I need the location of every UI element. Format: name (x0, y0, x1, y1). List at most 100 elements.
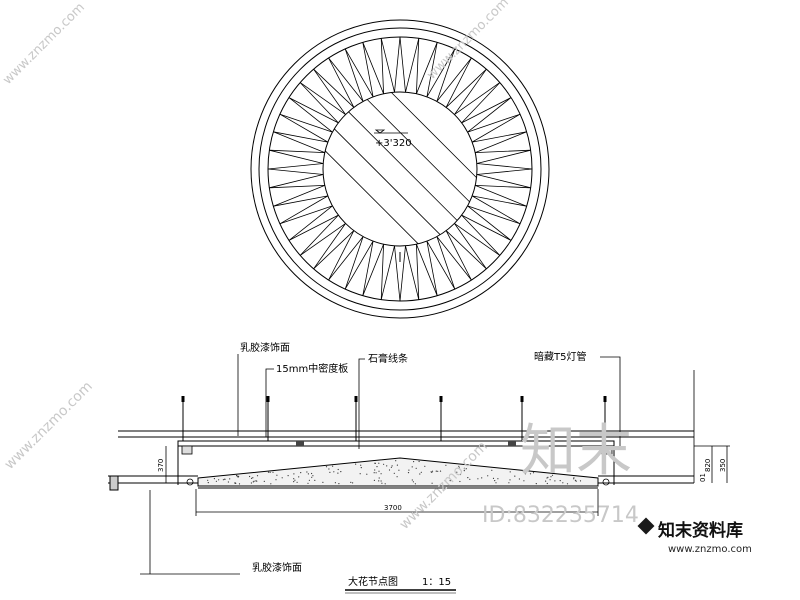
texture-dot (559, 480, 561, 482)
watermark-brand: 知末 (520, 419, 632, 484)
site-logo: 知末资料库 www.znzmo.com (637, 517, 752, 555)
texture-dot (215, 480, 217, 482)
texture-dot (238, 483, 241, 485)
texture-dot (224, 478, 226, 480)
ray-segment (267, 149, 324, 170)
texture-dot (508, 482, 510, 484)
ray-segment (362, 38, 384, 94)
texture-dot (545, 480, 547, 482)
texture-dot (463, 467, 465, 469)
ray-segment (475, 185, 531, 207)
texture-dot (435, 470, 437, 472)
watermarks: www.znzmo.com www.znzmo.com www.znzmo.co… (0, 0, 639, 533)
texture-dot (456, 471, 458, 473)
ray-segment (279, 97, 333, 133)
texture-dot (431, 471, 433, 473)
texture-dot (338, 483, 340, 485)
watermark-site-3: www.znzmo.com (2, 378, 96, 472)
texture-dot (463, 470, 465, 472)
plan-ring-2 (258, 27, 542, 311)
texture-dot (378, 462, 380, 464)
hanger-rods (181, 396, 607, 441)
texture-dot (293, 478, 295, 480)
texture-dot (381, 482, 383, 484)
texture-dot (411, 466, 413, 468)
texture-dot (554, 480, 556, 482)
texture-dot (467, 477, 469, 479)
ceiling-plan: +3'320 (250, 19, 550, 319)
molding-right (601, 445, 613, 455)
texture-dot (535, 483, 537, 485)
texture-dot (380, 480, 382, 482)
texture-dot (333, 471, 335, 473)
texture-dot (509, 479, 511, 481)
dimension-lines (165, 370, 730, 516)
texture-dot (374, 469, 376, 471)
texture-dot (458, 465, 460, 467)
ray-segment (399, 245, 420, 302)
texture-dot (391, 465, 393, 467)
elevation-marker-icon (374, 129, 386, 134)
texture-dot (408, 469, 410, 471)
label-latex-paint-top: 乳胶漆饰面 (240, 341, 290, 354)
lamp-left-icon (186, 478, 194, 486)
dim-width-text: 3700 (384, 504, 402, 512)
texture-dot (497, 478, 499, 480)
texture-dot (375, 472, 377, 474)
label-mdf-board: 15mm中密度板 (276, 362, 348, 375)
texture-dot (366, 473, 368, 475)
center-hatch (324, 92, 477, 245)
texture-dot (509, 471, 511, 473)
texture-dot (270, 483, 272, 485)
texture-dot (487, 475, 489, 477)
caption: 大花节点图 1：15 (345, 575, 456, 594)
block-1 (296, 441, 304, 446)
texture-dot (374, 462, 376, 464)
texture-dot (373, 479, 375, 481)
texture-dot (523, 480, 525, 482)
texture-dot (325, 466, 328, 468)
hatch-line (366, 99, 470, 203)
texture-dot (386, 465, 388, 467)
texture-dot (419, 473, 421, 475)
texture-dot (360, 464, 362, 466)
texture-dot (575, 480, 577, 482)
ray-segment (399, 36, 420, 93)
texture-dot (481, 477, 483, 479)
texture-dot (293, 481, 295, 483)
texture-dot (412, 481, 414, 483)
texture-dot (495, 482, 497, 484)
texture-dot (337, 472, 339, 474)
texture-dot (360, 467, 362, 469)
texture-dot (252, 481, 254, 483)
logo-url: www.znzmo.com (668, 544, 752, 555)
watermark-site-2: www.znzmo.com (424, 0, 512, 83)
texture-dot (332, 465, 334, 467)
texture-dot (546, 477, 548, 479)
texture-dot (213, 478, 215, 480)
texture-dot (281, 477, 283, 479)
ray-segment (328, 236, 364, 290)
texture-dot (411, 479, 413, 481)
texture-dot (337, 468, 339, 471)
texture-dot (334, 482, 336, 484)
texture-dot (431, 482, 433, 484)
hanger-cap (439, 396, 443, 402)
texture-dot (314, 479, 316, 481)
texture-dot (449, 480, 451, 482)
ray-segment (328, 48, 364, 102)
texture-dot (355, 463, 357, 465)
ray-segment (279, 205, 333, 241)
texture-dot (514, 475, 516, 477)
texture-dot (459, 480, 461, 483)
ray-segment (476, 168, 533, 189)
texture-dot (307, 473, 309, 475)
texture-dot (546, 482, 548, 485)
texture-dot (420, 471, 422, 473)
label-t5-lamp: 暗藏T5灯管 (534, 350, 586, 363)
texture-dot (263, 480, 265, 482)
logo-mark-icon (637, 517, 655, 535)
texture-dot (549, 479, 551, 481)
texture-dot (322, 481, 324, 483)
